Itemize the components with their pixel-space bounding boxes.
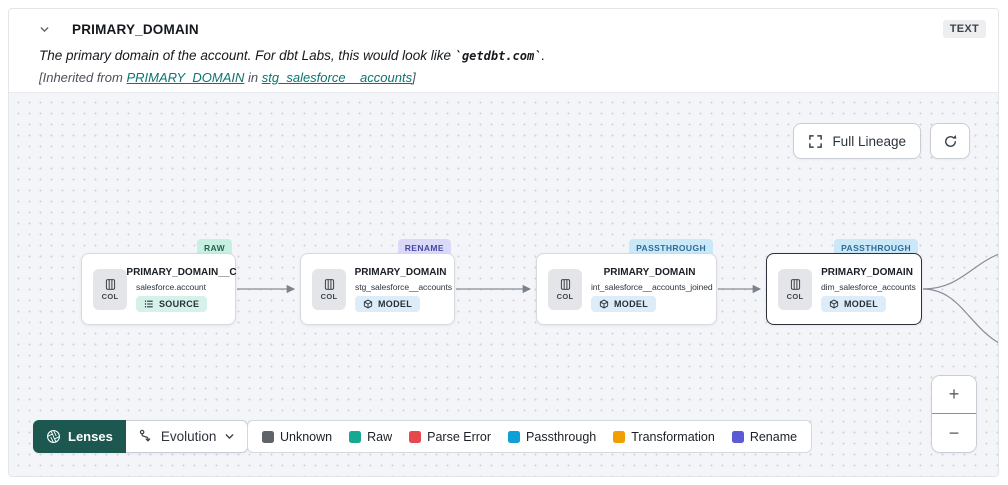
legend-item: Passthrough bbox=[508, 430, 596, 444]
legend-item: Rename bbox=[731, 429, 798, 444]
column-icon bbox=[324, 278, 334, 290]
lineage-node-source[interactable]: RAW COL PRIMARY_DOMAIN__C salesforce.acc… bbox=[81, 239, 237, 325]
column-description: The primary domain of the account. For d… bbox=[39, 48, 986, 63]
column-chip: COL bbox=[778, 268, 812, 310]
inherited-prefix: [Inherited from bbox=[39, 70, 127, 85]
refresh-icon bbox=[943, 134, 958, 149]
col-chip-label: COL bbox=[556, 291, 574, 301]
source-icon bbox=[144, 299, 153, 308]
legend-swatch bbox=[613, 430, 626, 443]
node-model-name: stg_salesforce__accounts bbox=[355, 281, 452, 292]
column-chip: COL bbox=[548, 268, 582, 310]
legend-item: Unknown bbox=[262, 430, 332, 444]
legend-label: Rename bbox=[749, 429, 798, 444]
description-suffix: . bbox=[541, 48, 546, 63]
transform-type-badge: RAW bbox=[196, 239, 232, 256]
transform-type-badge: PASSTHROUGH bbox=[834, 239, 918, 256]
refresh-button[interactable] bbox=[930, 123, 970, 159]
aperture-icon bbox=[46, 429, 61, 444]
node-column-name: PRIMARY_DOMAIN bbox=[603, 266, 696, 278]
col-chip-label: COL bbox=[320, 291, 338, 301]
resource-type-badge: MODEL bbox=[355, 295, 420, 312]
evolution-route-icon bbox=[138, 429, 153, 444]
inherited-middle: in bbox=[244, 70, 262, 85]
legend-label: Unknown bbox=[280, 429, 333, 444]
lenses-button[interactable]: Lenses bbox=[33, 420, 126, 453]
column-name-title: PRIMARY_DOMAIN bbox=[72, 21, 199, 37]
legend-swatch bbox=[262, 430, 274, 443]
zoom-controls: + − bbox=[931, 375, 977, 453]
full-lineage-label: Full Lineage bbox=[832, 133, 906, 149]
column-type-badge: TEXT bbox=[942, 20, 986, 38]
selected-lens-label: Evolution bbox=[160, 429, 217, 444]
column-chip: COL bbox=[93, 268, 127, 310]
zoom-out-button[interactable]: − bbox=[932, 414, 976, 452]
column-icon bbox=[560, 278, 570, 290]
node-column-name: PRIMARY_DOMAIN__C bbox=[126, 266, 237, 278]
legend-swatch bbox=[349, 430, 362, 443]
full-lineage-button[interactable]: Full Lineage bbox=[793, 123, 921, 159]
legend-item: Raw bbox=[349, 430, 392, 444]
column-icon bbox=[105, 278, 115, 290]
lens-controls: Lenses Evolution bbox=[33, 420, 249, 453]
zoom-in-button[interactable]: + bbox=[932, 376, 976, 414]
node-column-name: PRIMARY_DOMAIN bbox=[821, 266, 913, 278]
column-chip: COL bbox=[312, 268, 346, 310]
transform-type-badge: RENAME bbox=[397, 239, 451, 256]
legend-swatch bbox=[508, 430, 521, 443]
expand-icon bbox=[808, 134, 823, 149]
resource-type-label: MODEL bbox=[844, 298, 878, 309]
legend-label: Transformation bbox=[631, 429, 715, 444]
lineage-canvas[interactable]: Full Lineage RAW COL PRIMARY_DOMAIN__C s… bbox=[9, 93, 998, 476]
description-text: The primary domain of the account. For d… bbox=[39, 48, 455, 63]
legend-label: Passthrough bbox=[526, 429, 597, 444]
lens-select-evolution[interactable]: Evolution bbox=[125, 420, 249, 453]
resource-type-badge: MODEL bbox=[591, 295, 656, 312]
node-model-name: int_salesforce__accounts_joined bbox=[591, 281, 713, 292]
inherited-from-line: [Inherited from PRIMARY_DOMAIN in stg_sa… bbox=[39, 70, 986, 85]
model-icon bbox=[363, 299, 373, 308]
lenses-label: Lenses bbox=[68, 429, 113, 444]
transform-type-badge: PASSTHROUGH bbox=[629, 239, 713, 256]
legend-swatch bbox=[731, 430, 744, 443]
resource-type-label: MODEL bbox=[378, 298, 412, 309]
lineage-node-staging[interactable]: RENAME COL PRIMARY_DOMAIN stg_salesforce… bbox=[300, 239, 455, 325]
description-code: `getdbt.com` bbox=[454, 49, 542, 63]
lineage-node-intermediate[interactable]: PASSTHROUGH COL PRIMARY_DOMAIN int_sales… bbox=[536, 239, 717, 325]
model-icon bbox=[599, 299, 609, 308]
legend-swatch bbox=[409, 430, 422, 443]
inherited-column-link[interactable]: PRIMARY_DOMAIN bbox=[126, 70, 245, 85]
resource-type-badge: SOURCE bbox=[136, 295, 208, 312]
legend-item: Transformation bbox=[613, 430, 715, 444]
col-chip-label: COL bbox=[101, 291, 119, 301]
resource-type-label: SOURCE bbox=[159, 298, 200, 309]
inherited-suffix: ] bbox=[412, 70, 416, 85]
legend-item: Parse Error bbox=[409, 430, 491, 444]
legend-label: Raw bbox=[367, 429, 393, 444]
collapse-chevron-icon[interactable] bbox=[39, 24, 50, 35]
chevron-down-icon bbox=[224, 431, 235, 442]
node-column-name: PRIMARY_DOMAIN bbox=[354, 266, 447, 278]
column-details-header: PRIMARY_DOMAIN TEXT The primary domain o… bbox=[9, 9, 998, 93]
resource-type-badge: MODEL bbox=[821, 295, 886, 312]
inherited-model-link[interactable]: stg_salesforce__accounts bbox=[261, 70, 413, 85]
resource-type-label: MODEL bbox=[614, 298, 648, 309]
node-model-name: salesforce.account bbox=[136, 281, 206, 292]
lineage-node-dim-selected[interactable]: PASSTHROUGH COL PRIMARY_DOMAIN dim_sales… bbox=[766, 239, 922, 325]
node-model-name: dim_salesforce_accounts bbox=[821, 281, 916, 292]
legend-label: Parse Error bbox=[427, 429, 492, 444]
model-icon bbox=[829, 299, 839, 308]
column-lineage-panel: PRIMARY_DOMAIN TEXT The primary domain o… bbox=[8, 8, 999, 477]
lens-legend: Unknown Raw Parse Error Passthrough Tran… bbox=[247, 420, 813, 453]
column-icon bbox=[790, 278, 800, 290]
col-chip-label: COL bbox=[786, 291, 804, 301]
